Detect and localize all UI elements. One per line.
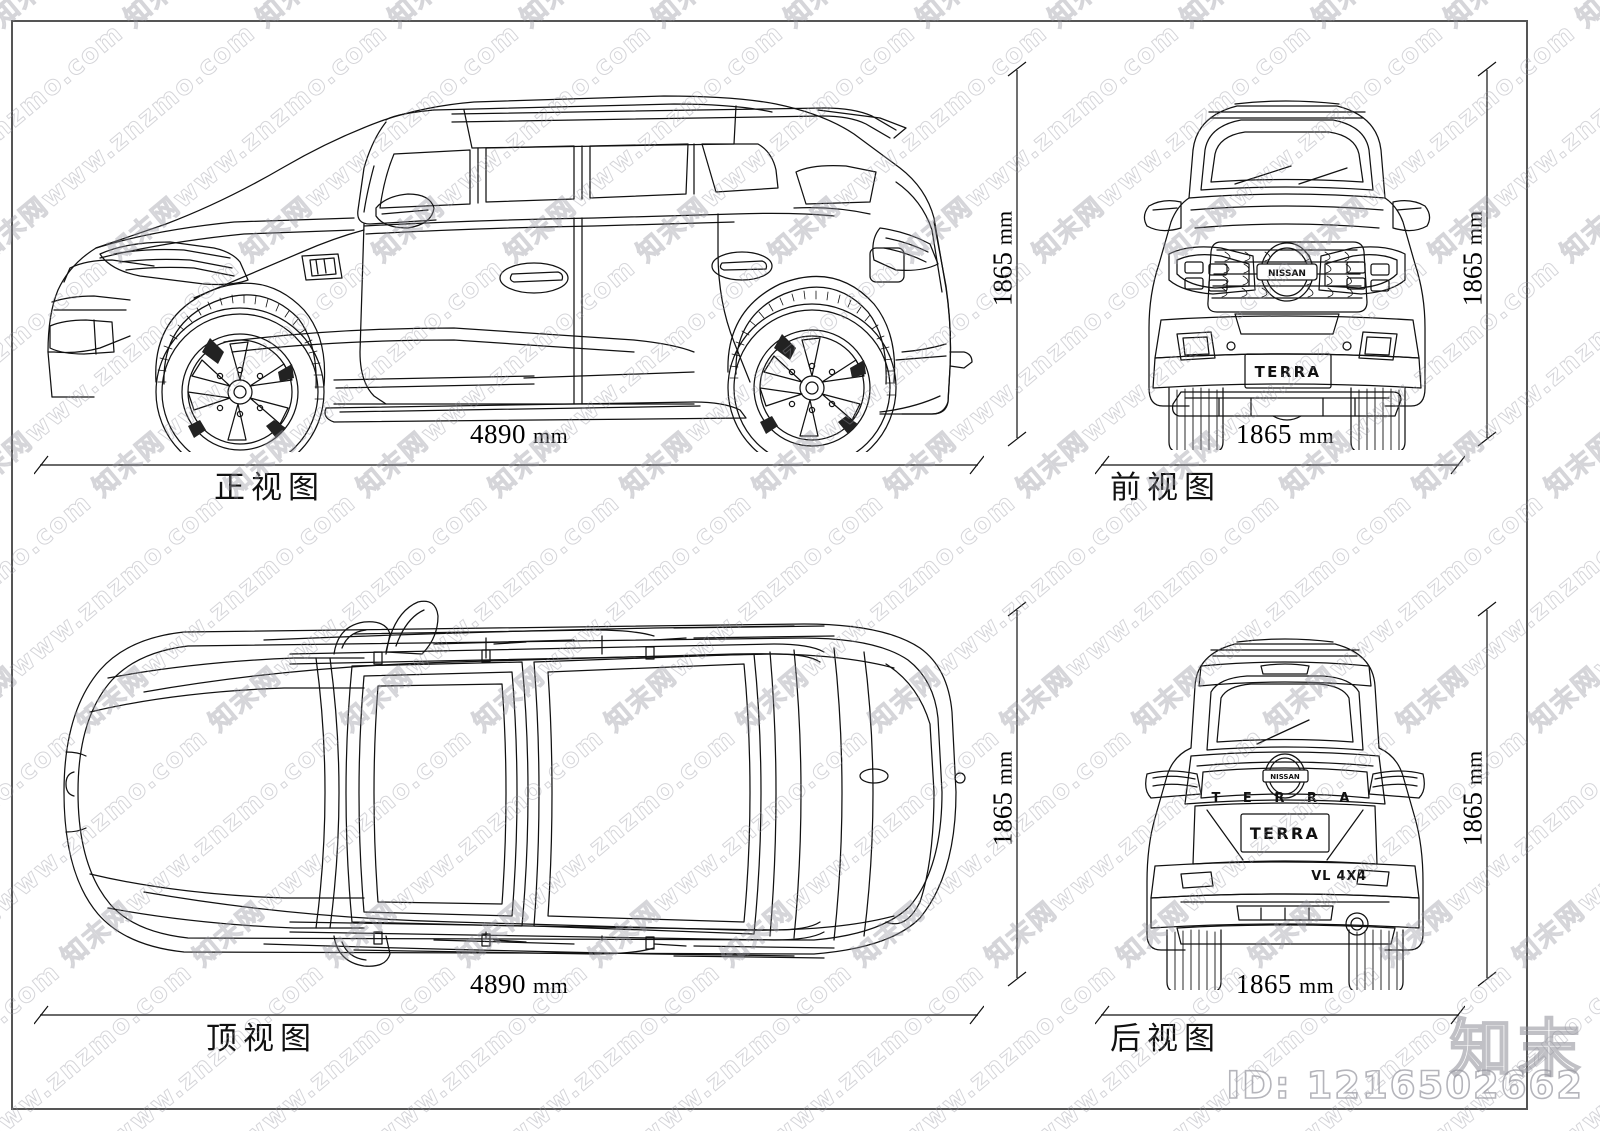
- front-view-height-dimension: 1865mm: [1457, 210, 1488, 307]
- rear-terra-wordmark: T E R R A: [1212, 791, 1359, 806]
- top-view-width-dimension: 1865mm: [987, 750, 1018, 847]
- front-grille-nissan-badge: NISSAN: [1268, 269, 1306, 279]
- rear-view-height-dimension: 1865mm: [1457, 750, 1488, 847]
- rear-trim-badge: VL 4X4: [1311, 869, 1367, 884]
- rear-view-drawing: NISSAN T E R R A TERRA VL 4X4: [1085, 598, 1485, 990]
- rear-license-plate-text: TERRA: [1250, 824, 1320, 843]
- front-license-plate-text: TERRA: [1255, 363, 1322, 381]
- rear-nissan-badge: NISSAN: [1270, 773, 1300, 781]
- side-view-label: 正视图: [214, 470, 325, 506]
- side-view-drawing: [34, 52, 984, 452]
- top-view-label: 顶视图: [206, 1021, 317, 1057]
- side-view-horizontal-dimension-line: [34, 455, 984, 475]
- front-view-label: 前视图: [1110, 470, 1221, 506]
- side-view-height-dimension: 1865mm: [987, 210, 1018, 307]
- top-view-vertical-dimension-line: [1007, 601, 1027, 987]
- side-view-vertical-dimension-line: [1007, 61, 1027, 447]
- rear-view-vertical-dimension-line: [1477, 601, 1497, 987]
- top-view-drawing: [34, 592, 984, 992]
- rear-view-horizontal-dimension-line: [1095, 1005, 1465, 1025]
- front-view-drawing: NISSAN TERRA: [1085, 58, 1485, 450]
- top-view-horizontal-dimension-line: [34, 1005, 984, 1025]
- rear-view-label: 后视图: [1110, 1021, 1221, 1057]
- drawing-border-frame: [11, 20, 1528, 1110]
- front-view-vertical-dimension-line: [1477, 61, 1497, 447]
- front-view-horizontal-dimension-line: [1095, 455, 1465, 475]
